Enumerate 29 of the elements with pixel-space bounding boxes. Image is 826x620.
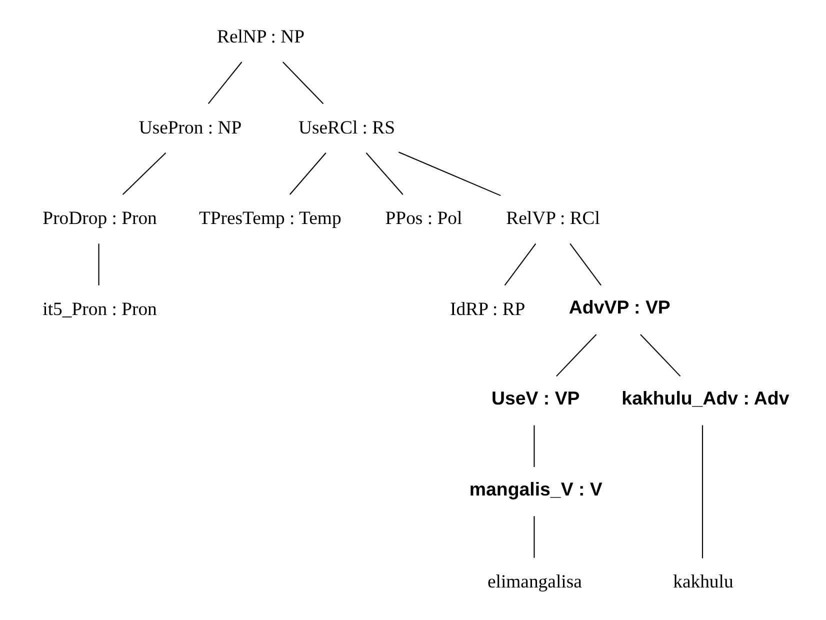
- connector: [122, 152, 166, 195]
- node-text: UseRCl : RS: [298, 117, 396, 138]
- connector: [570, 243, 602, 286]
- connector: [98, 244, 100, 286]
- node-text: AdvVP : VP: [568, 296, 670, 318]
- connector: [640, 334, 681, 377]
- connector: [534, 516, 535, 558]
- node-text: elimangalisa: [487, 571, 582, 592]
- node-text: kakhulu_Adv : Adv: [622, 387, 790, 408]
- connector: [289, 152, 326, 195]
- node-text: IdRP : RP: [450, 298, 526, 320]
- node-text: ProDrop : Pron: [42, 208, 157, 230]
- node-text: kakhulu: [673, 571, 734, 592]
- connector: [398, 152, 501, 196]
- node-text: it5_Pron : Pron: [42, 298, 157, 320]
- node-text: TPresTemp : Temp: [198, 208, 342, 230]
- node-text: RelVP : RCl: [506, 208, 600, 230]
- node-text: PPos : Pol: [385, 208, 462, 230]
- connector: [556, 334, 597, 377]
- connector: [504, 243, 536, 286]
- connector: [534, 425, 535, 467]
- node-text: UsePron : NP: [138, 117, 242, 138]
- node-text: mangalis_V : V: [469, 478, 602, 500]
- node-text: UseV : VP: [491, 387, 580, 408]
- connector: [208, 62, 242, 104]
- node-text: RelNP : NP: [216, 26, 305, 48]
- connector: [702, 425, 704, 558]
- connector: [366, 152, 404, 195]
- connector: [282, 62, 324, 104]
